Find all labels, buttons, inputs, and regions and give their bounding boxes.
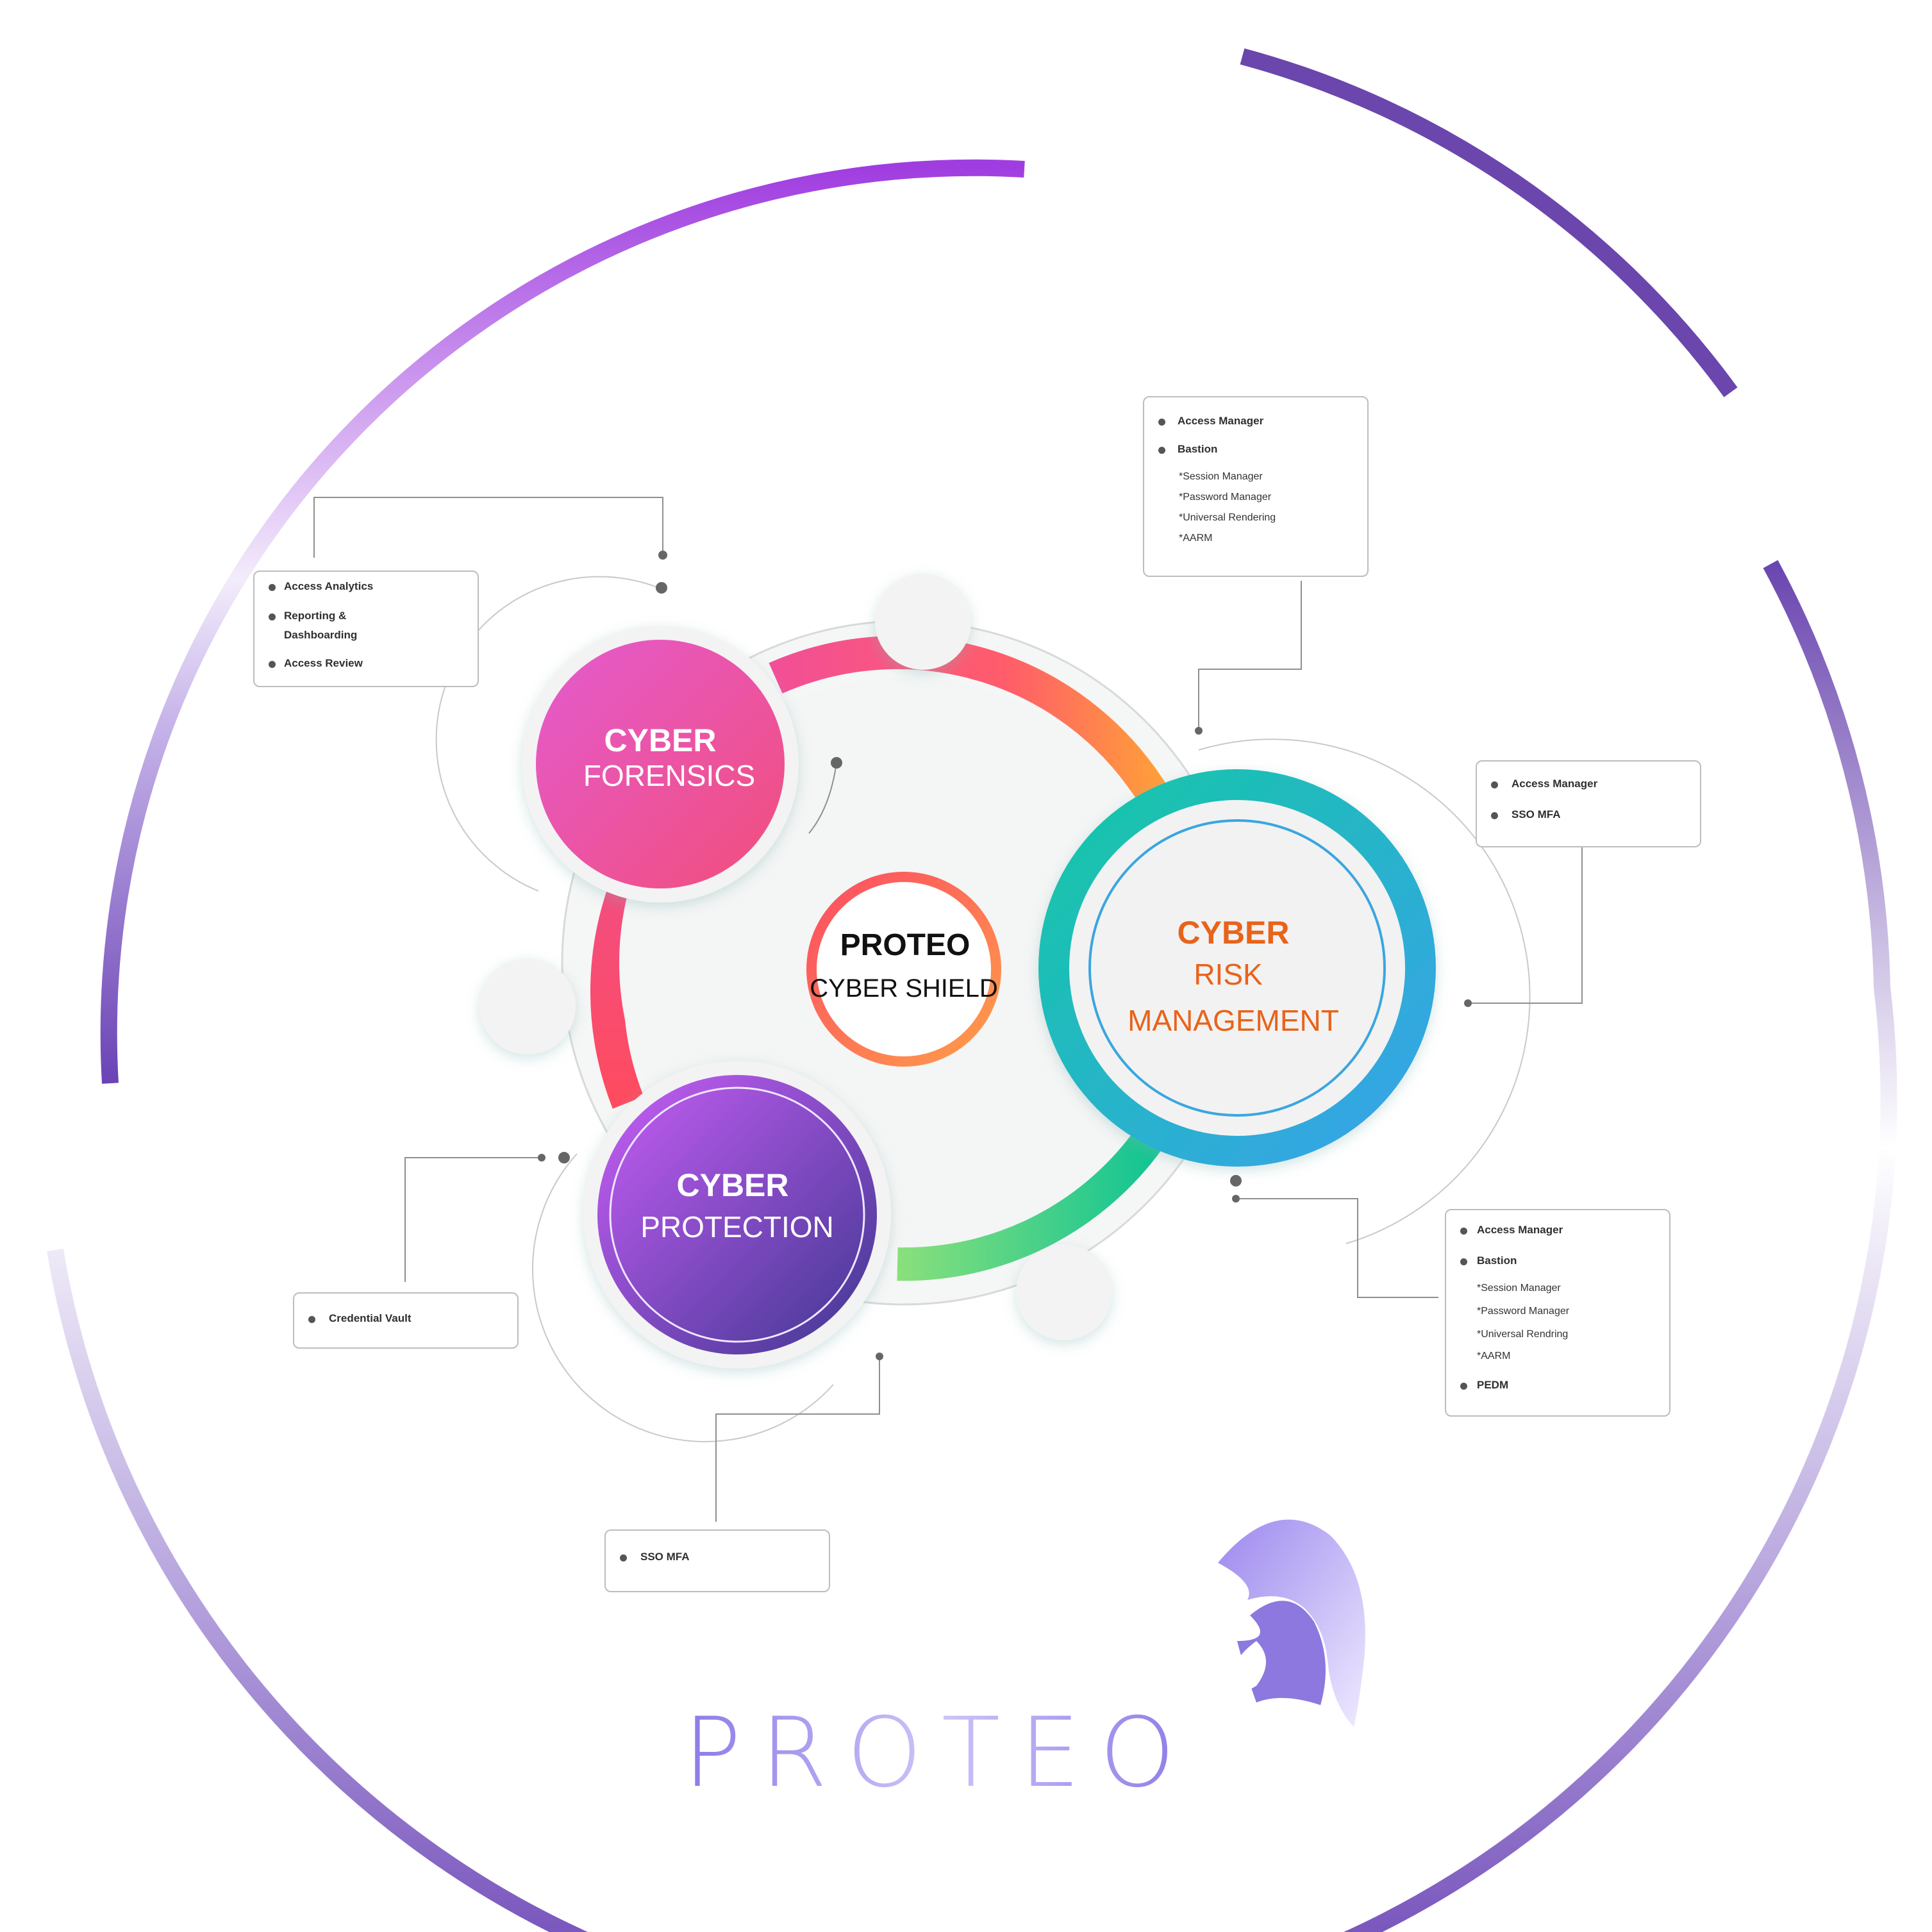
connectors	[313, 497, 1583, 1522]
sub-item: *Session Manager	[1179, 471, 1263, 482]
orbit-risk	[1198, 738, 1531, 1244]
bullet-icon	[269, 584, 276, 591]
protection-bottom-info-box: SSO MFA	[604, 1529, 830, 1592]
protection-node[interactable]	[597, 1075, 877, 1354]
bullet-icon	[1460, 1258, 1467, 1265]
forensics-label-line1: CYBER	[604, 722, 716, 758]
protection-label-line1: CYBER	[676, 1167, 788, 1203]
risk-label-line1: CYBER	[1177, 915, 1289, 951]
sub-item: *Universal Rendring	[1477, 1329, 1569, 1340]
ring-segment-top	[769, 635, 1171, 809]
ring-segment-bottom	[897, 1131, 1161, 1281]
sub-item: *AARM	[1179, 533, 1213, 544]
risk-mid-info-box: Access Manager SSO MFA	[1476, 760, 1701, 847]
connector-forensics	[313, 497, 663, 558]
connector-protection-bottom	[715, 1356, 880, 1522]
sub-item: *Universal Rendering	[1179, 512, 1276, 523]
bullet-icon	[1158, 447, 1165, 454]
risk-bottom-info-box: Access Manager Bastion *Session Manager …	[1445, 1209, 1670, 1417]
outer-ring-bottom-arc	[47, 560, 1897, 1932]
connector-risk-mid	[1468, 847, 1583, 1004]
sub-item: *Password Manager	[1477, 1306, 1570, 1317]
logo-wordmark: PROTEO	[683, 1697, 1195, 1809]
outer-ring-left-arc	[100, 159, 1025, 1084]
center-subtitle: CYBER SHIELD	[810, 974, 997, 1003]
forensics-label-line2: FORENSICS	[583, 759, 755, 792]
center-hub[interactable]	[817, 882, 991, 1056]
center-title: PROTEO	[840, 928, 970, 962]
bubble-left	[479, 958, 576, 1054]
connector-risk-bottom	[1236, 1198, 1438, 1298]
connector-forensics-inner	[808, 762, 837, 834]
bullet-icon	[1460, 1383, 1467, 1390]
connector-dots	[538, 551, 1472, 1360]
bubble-bottom	[1016, 1244, 1112, 1340]
spartan-helmet-icon	[1218, 1519, 1365, 1727]
bullet-icon	[308, 1316, 315, 1323]
outer-ring-top-right-arc	[1240, 48, 1738, 397]
sub-item: *Password Manager	[1179, 492, 1272, 503]
risk-node[interactable]	[1069, 800, 1405, 1136]
connector-protection-left	[404, 1157, 542, 1282]
bullet-icon	[620, 1554, 627, 1561]
bullet-icon	[269, 613, 276, 620]
bullet-icon	[269, 661, 276, 668]
bullet-icon	[1158, 419, 1165, 426]
bubble-top	[875, 574, 971, 670]
forensics-info-box: Access Analytics Reporting & Dashboardin…	[253, 570, 479, 687]
bullet-icon	[1491, 812, 1498, 819]
bullet-icon	[1460, 1228, 1467, 1235]
risk-node-inner-ring	[1088, 819, 1386, 1117]
risk-top-info-box: Access Manager Bastion *Session Manager …	[1143, 396, 1369, 577]
bullet-icon	[1491, 781, 1498, 788]
protection-left-info-box: Credential Vault	[293, 1292, 519, 1349]
sub-item: *Session Manager	[1477, 1283, 1561, 1294]
connector-risk-top	[1198, 581, 1302, 731]
forensics-node[interactable]	[536, 640, 785, 888]
sub-item: *AARM	[1477, 1351, 1511, 1362]
risk-label-line3: MANAGEMENT	[1128, 1004, 1339, 1037]
risk-label-line2: RISK	[1194, 958, 1263, 991]
protection-label-line2: PROTECTION	[640, 1210, 834, 1244]
orbit-protection	[532, 1153, 834, 1442]
protection-node-inner-ring	[609, 1087, 865, 1343]
